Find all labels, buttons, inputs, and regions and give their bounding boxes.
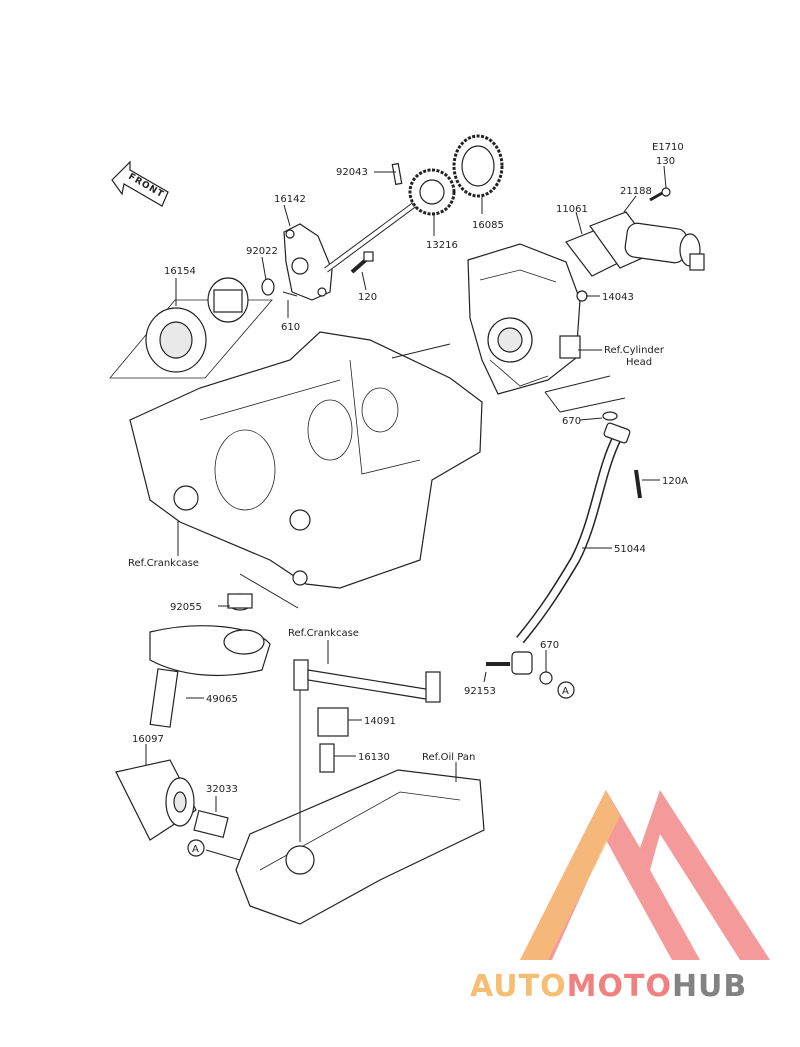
label-120: 120: [358, 292, 377, 303]
crankcase: [129, 331, 483, 609]
reference-circle-a-right: [557, 681, 575, 699]
automotohub-watermark: AUTOMOTOHUB: [470, 790, 770, 1004]
label-14043: 14043: [602, 292, 634, 303]
label-120A: 120A: [662, 476, 688, 487]
leader-lines: [145, 165, 667, 861]
label-13216: 13216: [426, 240, 458, 251]
oil-passage-pipe: [293, 659, 441, 773]
label-92022: 92022: [246, 246, 278, 257]
oil-pump-rotor: [109, 277, 273, 379]
label-51044: 51044: [614, 544, 646, 555]
label-32033: 32033: [206, 784, 238, 795]
label-ref-crankcase-2: Ref.Crankcase: [288, 628, 359, 639]
oil-pipe: [486, 411, 642, 685]
watermark-logo-icon: [520, 790, 770, 960]
label-16142: 16142: [274, 194, 306, 205]
watermark-part-moto: MOTO: [567, 969, 672, 1004]
label-670-bottom: 670: [540, 640, 559, 651]
label-11061: 11061: [556, 204, 588, 215]
label-A-right: A: [562, 686, 569, 697]
label-670-top: 670: [562, 416, 581, 427]
label-16154: 16154: [164, 266, 196, 277]
label-16130: 16130: [358, 752, 390, 763]
label-ref-cylinder-head-1: Ref.Cylinder: [604, 345, 665, 356]
watermark-part-auto: AUTO: [470, 969, 567, 1004]
label-ref-cylinder-head-2: Head: [626, 357, 652, 368]
watermark-text: AUTOMOTOHUB: [470, 969, 747, 1004]
bolt-120: [350, 251, 374, 274]
cylinder-head: [467, 243, 626, 413]
front-arrow: FRONT: [111, 160, 169, 207]
label-92153: 92153: [464, 686, 496, 697]
label-A-left: A: [192, 844, 199, 855]
reference-circle-a-left: [187, 839, 205, 857]
pump-cover: [261, 223, 333, 301]
oil-strainer: [149, 593, 271, 728]
label-E1710: E1710: [652, 142, 684, 153]
label-49065: 49065: [206, 694, 238, 705]
oil-pan: [235, 690, 485, 925]
label-ref-crankcase-1: Ref.Crankcase: [128, 558, 199, 569]
label-92055: 92055: [170, 602, 202, 613]
part-labels: 92043 16142 92022 16154 610 120 13216 16…: [128, 142, 688, 857]
oil-filter: [115, 759, 229, 841]
label-130: 130: [656, 156, 675, 167]
label-14091: 14091: [364, 716, 396, 727]
label-92043: 92043: [336, 167, 368, 178]
label-610: 610: [281, 322, 300, 333]
pump-shaft-gear: [324, 162, 456, 273]
label-21188: 21188: [620, 186, 652, 197]
label-ref-oil-pan: Ref.Oil Pan: [422, 752, 475, 763]
watermark-part-hub: HUB: [672, 969, 747, 1004]
solenoid-valve: [565, 187, 705, 302]
label-16085: 16085: [472, 220, 504, 231]
label-16097: 16097: [132, 734, 164, 745]
sprocket-gear: [452, 134, 504, 198]
